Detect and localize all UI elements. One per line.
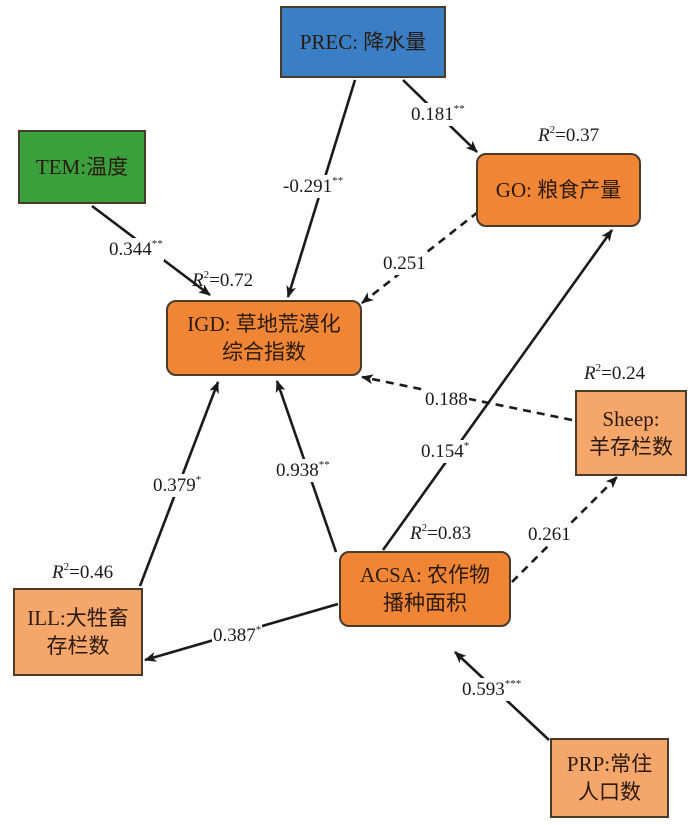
path-coefficient-acsa-ill: 0.387* (212, 624, 263, 647)
node-label-line: PREC: 降水量 (299, 30, 427, 54)
coefficient-value: 0.261 (528, 524, 571, 545)
coefficient-value: 0.154 (421, 441, 464, 462)
coefficient-value: 0.181 (411, 104, 454, 125)
path-coefficient-acsa-sheep: 0.261 (527, 524, 572, 546)
node-label-line: ACSA: 农作物 (359, 563, 491, 587)
path-coefficient-acsa-igd: 0.938** (275, 459, 331, 482)
coefficient-value: 0.593 (462, 679, 505, 700)
r-squared-value: 0.72 (219, 270, 254, 291)
node-tem: TEM:温度 (18, 130, 146, 204)
coefficient-value: 0.251 (383, 253, 426, 274)
significance-stars: ** (318, 459, 330, 471)
node-igd: IGD: 草地荒漠化综合指数 (166, 300, 362, 376)
r-squared-ill: R2=0.46 (52, 561, 114, 583)
node-sheep: Sheep: 羊存栏数 (575, 390, 687, 476)
node-label-line: 羊存栏数 (589, 435, 673, 459)
coefficient-value: 0.387 (213, 625, 256, 646)
r-squared-value: 0.37 (565, 125, 600, 146)
node-label-line: PRP:常住 (566, 752, 653, 776)
coefficient-value: 0.188 (425, 389, 468, 410)
significance-stars: ** (453, 103, 465, 115)
r-squared-go: R2=0.37 (538, 124, 600, 146)
r-squared-sheep: R2=0.24 (584, 362, 646, 384)
significance-stars: *** (504, 678, 522, 690)
node-label-line: 播种面积 (383, 591, 467, 615)
significance-stars: * (195, 474, 202, 486)
significance-stars: ** (151, 238, 163, 250)
significance-stars: * (463, 440, 470, 452)
r-squared-value: 0.46 (79, 562, 114, 583)
node-prp: PRP:常住人口数 (550, 738, 669, 818)
path-coefficient-acsa-go: 0.154* (420, 440, 471, 463)
node-label-line: Sheep: (602, 407, 660, 431)
node-label-line: 人口数 (578, 780, 641, 804)
node-label-line: IGD: 草地荒漠化 (187, 312, 341, 336)
node-acsa: ACSA: 农作物播种面积 (339, 551, 511, 627)
path-coefficient-prec-igd: -0.291** (282, 175, 345, 198)
edge-acsa-to-go (381, 229, 614, 551)
path-coefficient-prp-acsa: 0.593*** (461, 678, 523, 701)
coefficient-value: 0.344 (109, 239, 152, 260)
path-coefficient-prec-go: 0.181** (410, 103, 466, 126)
path-coefficient-go-igd: 0.251 (382, 253, 427, 275)
node-go: GO: 粮食产量 (476, 153, 641, 227)
node-label-line: GO: 粮食产量 (495, 178, 622, 202)
r-squared-value: 0.83 (437, 523, 472, 544)
node-ill: ILL:大牲畜存栏数 (13, 588, 143, 676)
path-coefficient-ill-igd: 0.379* (152, 474, 203, 497)
node-prec: PREC: 降水量 (280, 6, 446, 78)
node-label-line: 综合指数 (222, 340, 306, 364)
path-coefficient-sheep-igd: 0.188 (424, 389, 469, 411)
edge-sheep-to-igd (361, 374, 573, 422)
r-squared-acsa: R2=0.83 (410, 522, 472, 544)
significance-stars: ** (332, 175, 344, 187)
r-squared-igd: R2=0.72 (192, 269, 254, 291)
coefficient-value: -0.291 (283, 176, 333, 197)
r-squared-value: 0.24 (611, 363, 646, 384)
node-label-line: TEM:温度 (35, 155, 129, 179)
coefficient-value: 0.938 (276, 460, 319, 481)
node-label-line: 存栏数 (46, 634, 110, 658)
path-coefficient-tem-igd: 0.344** (108, 238, 164, 261)
node-label-line: ILL:大牲畜 (27, 606, 129, 630)
coefficient-value: 0.379 (153, 475, 196, 496)
significance-stars: * (255, 624, 262, 636)
